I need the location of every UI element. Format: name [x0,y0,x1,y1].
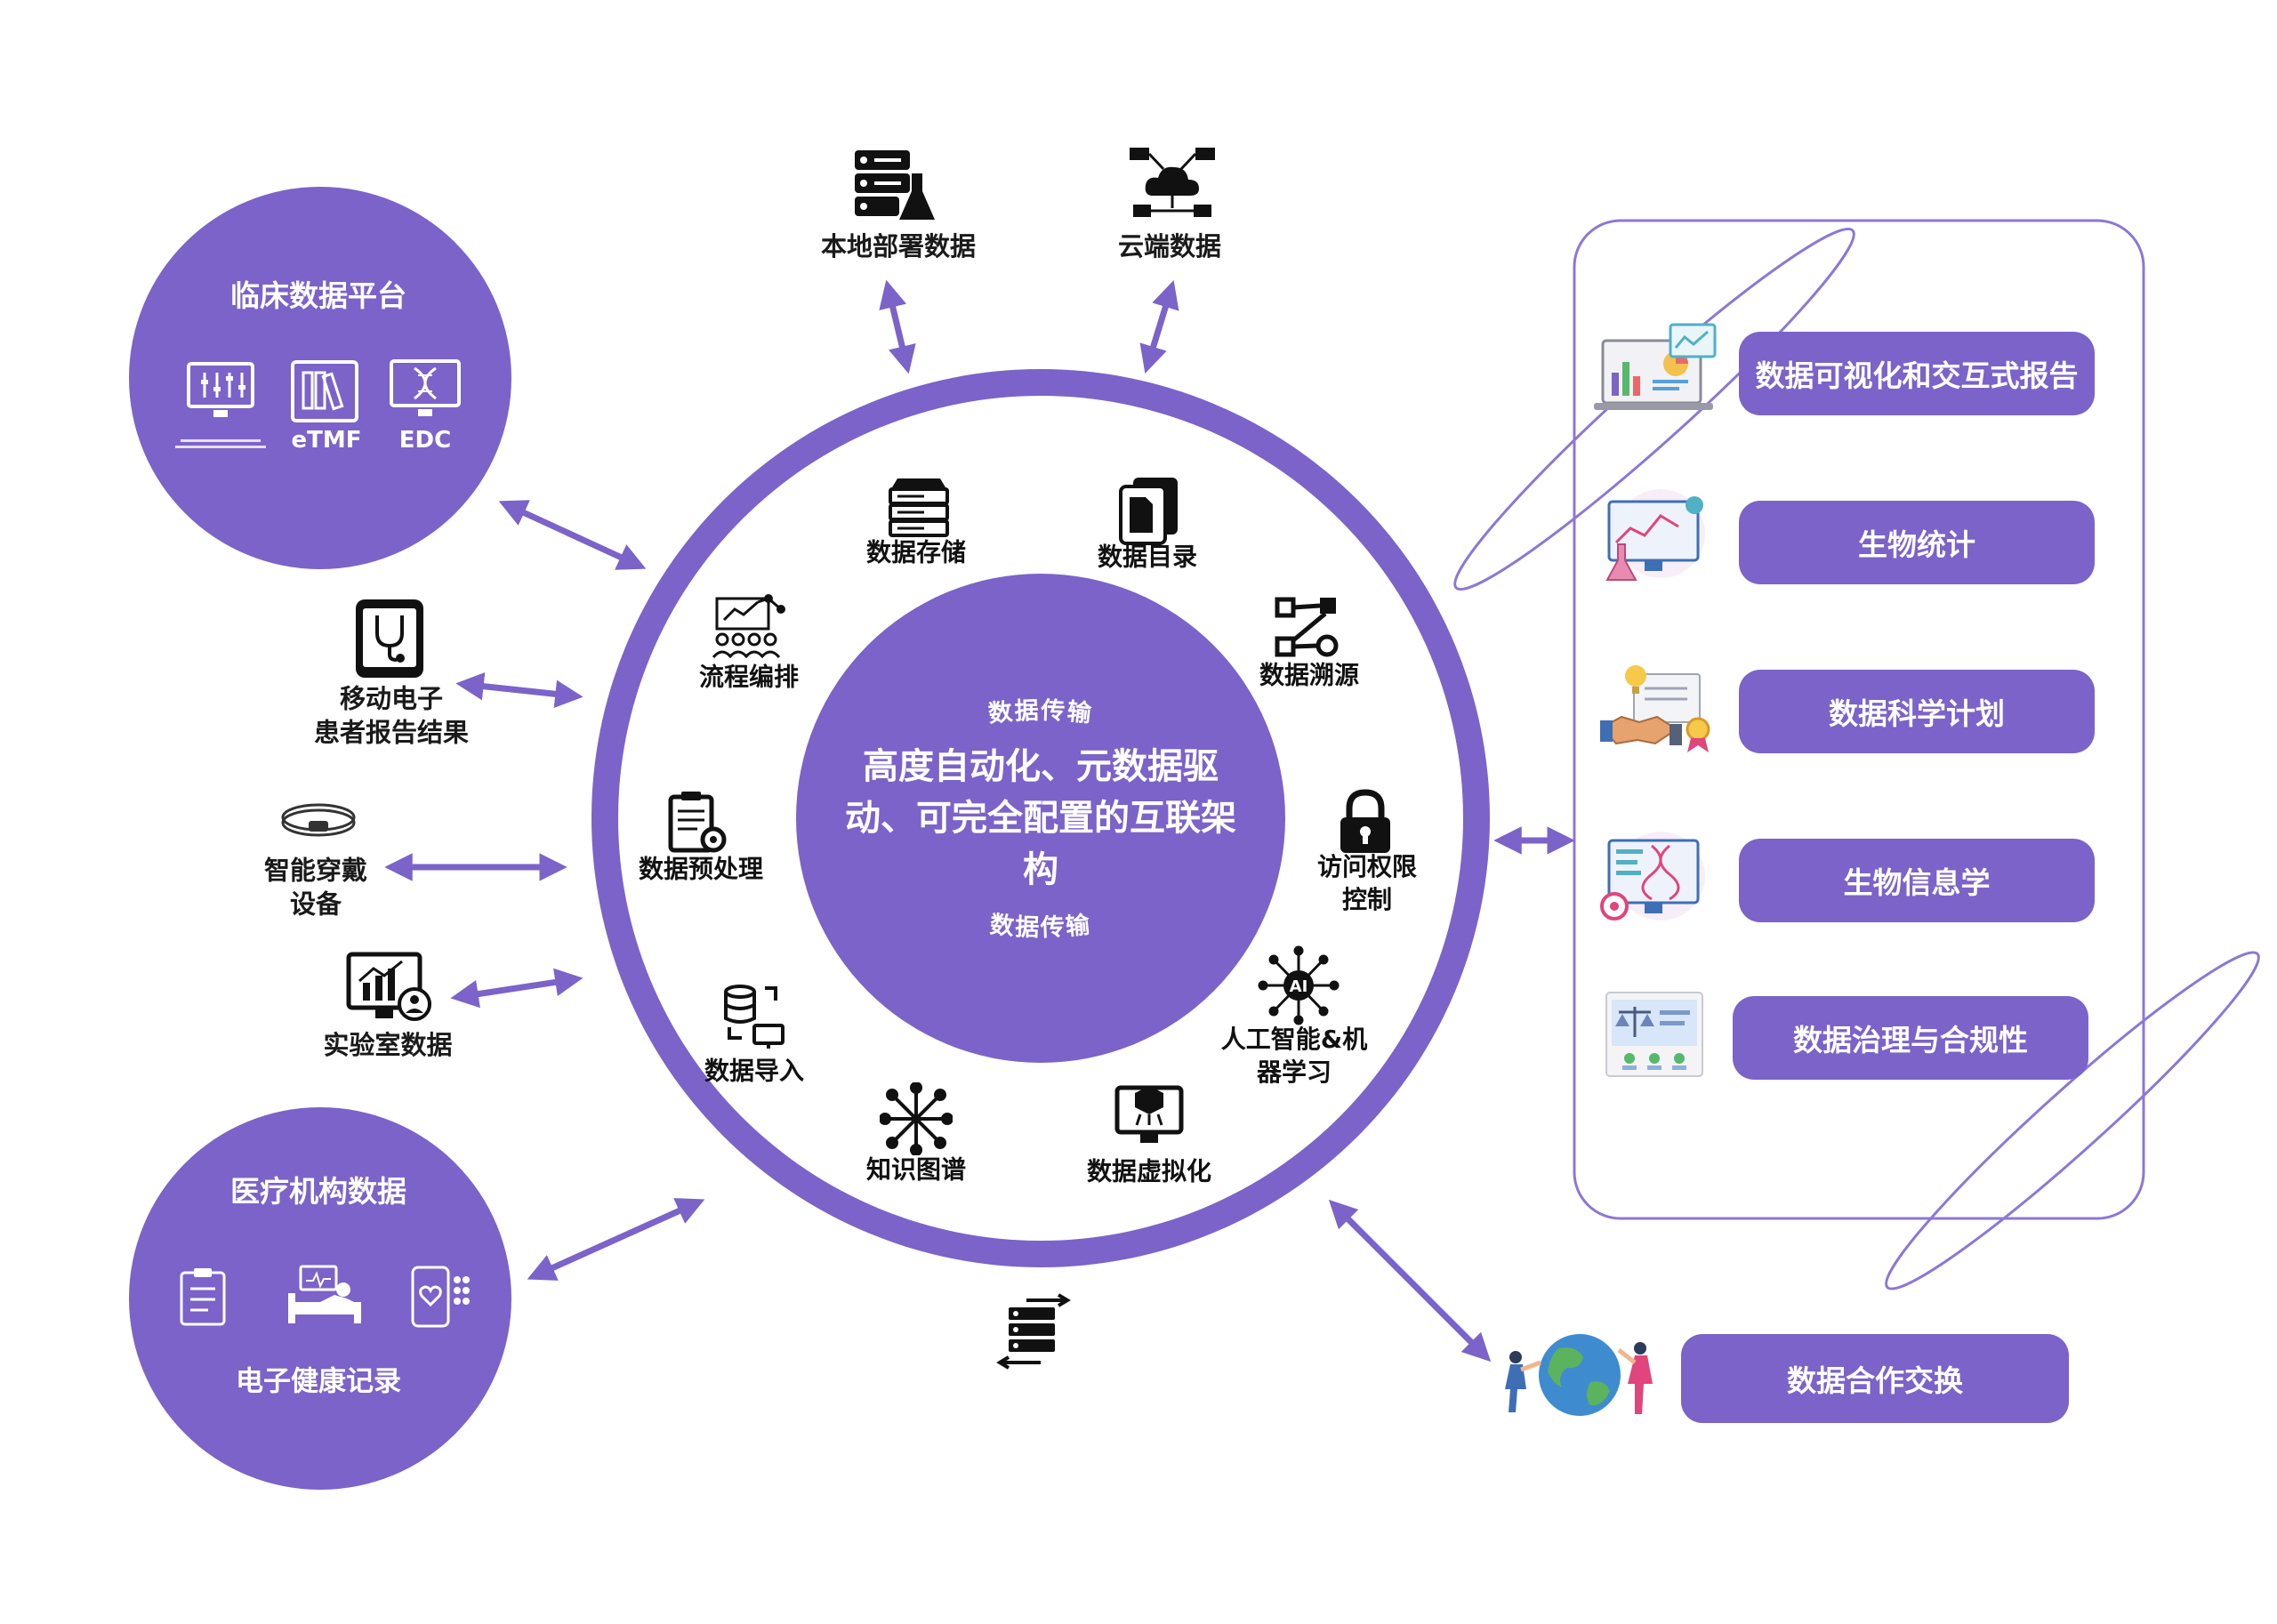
ring-item-access-control: 访问权限控制 [1316,852,1418,914]
arrow-clinical-platform [498,500,647,570]
knowledge-graph-icon [880,1082,953,1155]
ring-item-virtualization: 数据虚拟化 [1086,1156,1212,1186]
utilization-panel [1573,219,2145,1220]
hospital-bed-icon [288,1265,361,1323]
globe-people-icon [1505,1334,1653,1416]
binder-files-icon [291,360,358,422]
center-hub [796,574,1285,1063]
wristband-icon [281,803,356,837]
util-item-governance: 数据治理与合规性 [1733,996,2088,1080]
data-exchange-label: 数据合作交换 [1681,1334,2069,1423]
util-item-bioinformatics: 生物信息学 [1739,839,2095,922]
ring-item-knowledge-graph: 知识图谱 [865,1154,967,1185]
lims-dashboard-icon [187,362,254,417]
data-transfer-servers-icon [996,1293,1071,1370]
server-rack-icon [889,478,949,537]
etmf-label: eTMF [291,427,362,454]
ring-bottom-label: 数据传输 [988,910,1092,942]
arrow-data-exchange [1328,1199,1492,1363]
clipboard-gear-icon [668,792,727,853]
medical-institution-title: 医疗机构数据 [230,1174,406,1209]
center-title: 高度自动化、元数据驱动、可完全配置的互联架构 [845,746,1236,890]
clipboard-record-icon [180,1268,226,1326]
ring-top-label: 数据传输 [987,697,1095,728]
stats-flask-icon [1605,489,1705,581]
util-item-data-science: 数据科学计划 [1739,670,2095,753]
edc-label: EDC [398,427,452,454]
workflow-nodes-icon [1275,597,1339,657]
wearables-label: 智能穿戴 设备 [263,855,368,920]
scales-compliance-icon [1605,992,1703,1077]
mobile-epro-label: 移动电子 患者报告结果 [313,683,470,748]
medical-institution-circle [129,1107,511,1490]
local-server-lab-icon [855,150,935,220]
ring-item-catalog: 数据目录 [1097,542,1198,572]
arrow-cloud-data [1139,279,1179,374]
ring-item-storage: 数据存储 [865,537,967,567]
ring-item-preprocessing: 数据预处理 [638,854,764,884]
local-data-label: 本地部署数据 [820,230,977,261]
handshake-idea-icon [1600,665,1710,752]
util-item-biostatistics: 生物统计 [1739,501,2095,584]
ring-item-import: 数据导入 [704,1056,805,1086]
ehr-label: 电子健康记录 [236,1365,401,1398]
arrow-mobile-epro [455,672,583,708]
arrow-lab-data [450,968,583,1009]
virtual-monitor-icon [1114,1085,1184,1143]
orchestration-presenter-icon [712,594,785,659]
cloud-data-label: 云端数据 [1117,230,1222,261]
ring-item-ai-ml: 人工智能&机器学习 [1220,1025,1368,1087]
lab-monitor-chart-icon [346,952,431,1021]
cloud-network-icon [1130,148,1215,217]
ai-chip-icon: AI [1258,945,1340,1025]
clinical-platform-title: 临床数据平台 [230,278,406,313]
dna-analytics-icon [1600,832,1705,921]
arrow-local-data [879,279,916,374]
health-app-icon [411,1266,470,1328]
svg-text:AI: AI [1290,977,1308,996]
database-import-icon [724,985,784,1049]
document-folder-icon [1119,478,1178,545]
ring-item-orchestration: 流程编排 [698,662,800,692]
util-item-visualization: 数据可视化和交互式报告 [1739,332,2095,415]
lab-data-label: 实验室数据 [323,1029,453,1060]
dna-monitor-icon [390,359,461,416]
padlock-icon [1340,789,1390,853]
dashboard-laptop-icon [1594,323,1717,410]
lims-caption-lines [175,439,266,448]
arrow-medical-institution [527,1198,705,1281]
clinical-platform-circle [129,187,511,569]
ring-item-lineage: 数据溯源 [1259,660,1360,690]
tablet-stethoscope-icon [356,599,423,678]
decorative-orbit-bottom [1885,951,2260,1290]
